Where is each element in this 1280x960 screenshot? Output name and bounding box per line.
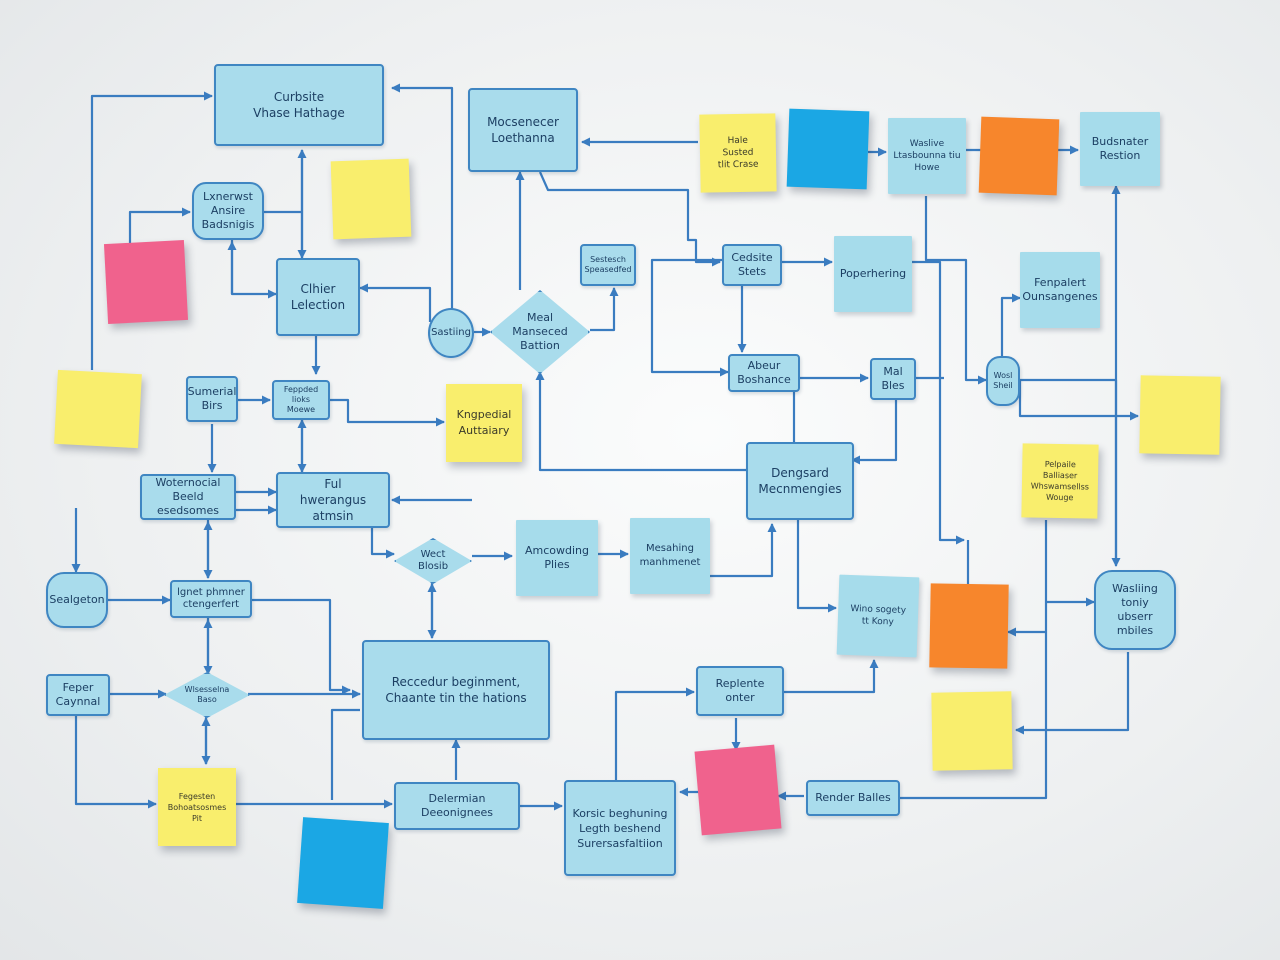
node-ful[interactable]: Ful hwerangus atmsin xyxy=(276,472,390,528)
connector xyxy=(1000,293,1021,358)
connector xyxy=(128,207,191,248)
node-sestesch[interactable]: Sestesch Speasedfed xyxy=(580,244,636,286)
node-fenpalert[interactable]: Fenpalert Ounsangenes xyxy=(1020,252,1100,328)
node-feppded[interactable]: Feppded lioks Moewe xyxy=(272,380,330,420)
node-wino[interactable]: Wino sogety tt Kony xyxy=(836,574,920,658)
connector xyxy=(912,260,965,545)
node-sastiing[interactable]: Sastiing xyxy=(428,308,474,358)
connector xyxy=(391,83,454,310)
sticky-note-yellow xyxy=(330,158,412,240)
node-mesahing[interactable]: Mesahing manhmenet xyxy=(630,518,710,594)
connector xyxy=(535,371,746,472)
sticky-note-blue xyxy=(297,817,389,909)
node-curbsite[interactable]: Curbsite Vhase Hathage xyxy=(214,64,384,146)
connector xyxy=(710,523,777,578)
node-cedsite[interactable]: Cedsite Stets xyxy=(722,244,782,286)
wect-label: Wect Blosib xyxy=(417,549,449,572)
node-clhier[interactable]: Clhier Lelection xyxy=(276,258,360,336)
node-meal[interactable]: Meal Manseced Battion xyxy=(490,290,590,374)
sticky-note-yellow xyxy=(1139,375,1221,455)
connector xyxy=(90,91,213,370)
node-abeur[interactable]: Abeur Boshance xyxy=(728,354,800,392)
connector xyxy=(924,196,987,385)
node-woternocial[interactable]: Woternocial Beeld esedsomes xyxy=(140,474,236,520)
connector xyxy=(370,528,395,559)
node-poperhering[interactable]: Poperhering xyxy=(834,236,912,312)
connector xyxy=(1015,652,1130,735)
connector xyxy=(796,520,837,613)
sticky-note-fegesten[interactable]: Fegesten Bohoatsosmes Pit xyxy=(158,768,236,846)
sticky-note-orange xyxy=(978,116,1060,196)
node-korsic[interactable]: Korsic beghuning Legth beshend Surersasf… xyxy=(564,780,676,876)
sticky-note-pink xyxy=(694,744,782,836)
connector xyxy=(1018,380,1139,421)
wlsesselna-label: Wlsesselna Baso xyxy=(184,685,230,704)
connector xyxy=(650,258,729,377)
sticky-note-orange xyxy=(929,583,1009,669)
sticky-note-yellow xyxy=(931,691,1013,771)
sticky-note-yellow xyxy=(54,369,142,449)
node-mocsencer[interactable]: Mocsenecer Loethanna xyxy=(468,88,578,172)
node-delermian[interactable]: Delermian Deeonignees xyxy=(394,782,520,830)
node-reccedur[interactable]: Reccedur beginment, Chaante tin the hati… xyxy=(362,640,550,740)
meal-label: Meal Manseced Battion xyxy=(512,311,568,352)
connector xyxy=(590,287,619,332)
node-mal[interactable]: Mal Bles xyxy=(870,358,916,400)
node-wosl[interactable]: Wosl Sheil xyxy=(986,356,1020,406)
sticky-note-pelpaile[interactable]: Pelpaile Balliaser Whswamsellss Wouge xyxy=(1021,443,1099,519)
node-wect[interactable]: Wect Blosib xyxy=(394,538,472,584)
node-waslive[interactable]: Waslive Ltasbounna tiu Howe xyxy=(888,118,966,194)
connector xyxy=(851,400,898,465)
connector xyxy=(330,398,445,427)
node-wlsesselna[interactable]: Wlsesselna Baso xyxy=(164,672,250,718)
sticky-note-hale[interactable]: Hale Susted tlit Crase xyxy=(699,113,777,193)
node-render[interactable]: Render Balles xyxy=(806,780,900,816)
node-lxnerwst[interactable]: Lxnerwst Ansire Badsnigis xyxy=(192,182,264,240)
connector xyxy=(538,171,721,267)
connector xyxy=(252,598,351,695)
node-feper[interactable]: Feper Caynnal xyxy=(46,674,110,716)
node-sealgeton[interactable]: Sealgeton xyxy=(46,572,108,628)
connector xyxy=(74,714,157,809)
connector xyxy=(614,687,695,780)
sticky-note-kngpedial[interactable]: Kngpedial Auttaiary xyxy=(446,384,522,462)
sticky-note-pink xyxy=(103,239,189,325)
node-amcowding[interactable]: Amcowding Plies xyxy=(516,520,598,596)
node-dengsard[interactable]: Dengsard Mecnmengies xyxy=(746,442,854,520)
node-budsnater[interactable]: Budsnater Restion xyxy=(1080,112,1160,186)
node-lgnetpheme[interactable]: lgnet phmner ctengerfert xyxy=(170,580,252,618)
connector xyxy=(900,520,1048,800)
sticky-note-blue xyxy=(786,108,870,190)
node-sumerial[interactable]: Sumerial Birs xyxy=(186,376,238,422)
connector xyxy=(359,283,432,322)
node-replente[interactable]: Replente onter xyxy=(696,666,784,716)
node-wasliing[interactable]: Wasliing toniy ubserr mbiles xyxy=(1094,570,1176,650)
connector xyxy=(784,659,879,694)
connector xyxy=(230,240,277,299)
connector xyxy=(330,708,360,800)
